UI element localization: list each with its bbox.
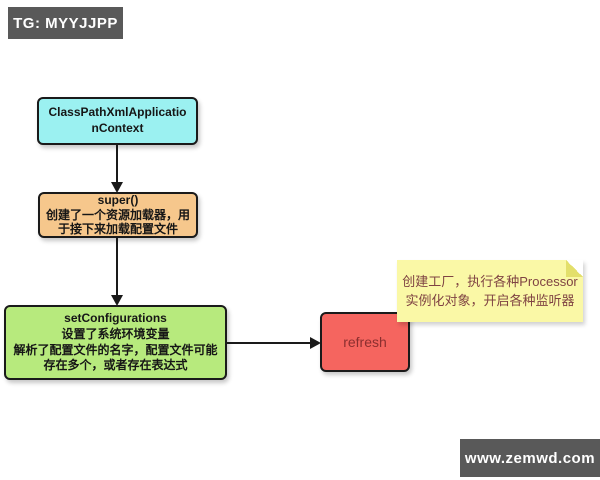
node-title: ClassPathXmlApplicatio nContext bbox=[48, 105, 186, 136]
node-super: super() 创建了一个资源加载器，用 于接下来加载配置文件 bbox=[38, 192, 198, 238]
arrow-line bbox=[116, 238, 118, 296]
node-text-line: 于接下来加载配置文件 bbox=[57, 222, 178, 237]
arrow-line bbox=[227, 342, 311, 344]
node-text-line: 设置了系统环境变量 bbox=[61, 326, 170, 341]
node-text-line: 解析了配置文件的名字，配置文件可能 bbox=[13, 342, 218, 357]
arrow-line bbox=[116, 145, 118, 183]
node-text-line: 创建了一个资源加载器，用 bbox=[45, 207, 190, 222]
node-refresh: refresh bbox=[320, 312, 410, 372]
node-title: super() bbox=[97, 193, 139, 208]
tg-badge: TG: MYYJJPP bbox=[8, 7, 123, 39]
node-title: setConfigurations bbox=[64, 311, 167, 326]
note-fold-icon bbox=[566, 260, 583, 277]
node-title-line: nContext bbox=[91, 121, 144, 135]
arrowhead-down-icon bbox=[111, 295, 123, 306]
arrowhead-down-icon bbox=[111, 182, 123, 193]
note-text-line: 实例化对象，开启各种监听器 bbox=[405, 293, 575, 308]
node-title-line: ClassPathXmlApplicatio bbox=[48, 105, 187, 120]
node-title: refresh bbox=[343, 333, 387, 350]
watermark-badge: www.zemwd.com bbox=[460, 439, 600, 477]
node-text-line: 存在多个，或者存在表达式 bbox=[43, 358, 188, 373]
node-classpathxmlapplicationcontext: ClassPathXmlApplicatio nContext bbox=[37, 97, 198, 145]
note-text-line: 创建工厂，执行各种Processor bbox=[402, 273, 578, 289]
node-setconfigurations: setConfigurations 设置了系统环境变量 解析了配置文件的名字，配… bbox=[4, 305, 227, 380]
arrowhead-right-icon bbox=[310, 337, 321, 349]
sticky-note: 创建工厂，执行各种Processor 实例化对象，开启各种监听器 bbox=[397, 260, 583, 322]
